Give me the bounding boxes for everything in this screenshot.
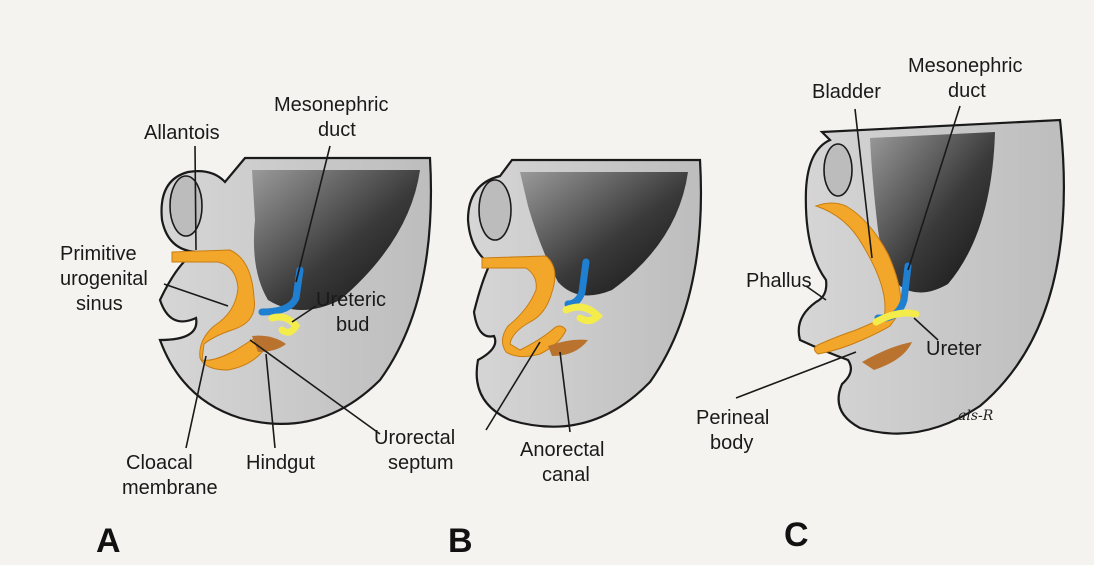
label-urorectal-1: Urorectal <box>374 427 455 449</box>
label-primitive-2: urogenital <box>60 268 148 290</box>
label-allantois: Allantois <box>144 122 220 144</box>
label-cloacal-2: membrane <box>122 477 218 499</box>
signature: als-R <box>958 408 994 424</box>
label-bladder: Bladder <box>812 81 881 103</box>
label-primitive-1: Primitive <box>60 243 137 265</box>
panel-letter-a: A <box>96 522 121 560</box>
label-mesonephric-c-1: Mesonephric <box>908 55 1023 77</box>
allantois-tube-b <box>479 180 511 240</box>
label-mesonephric-a-1: Mesonephric <box>274 94 389 116</box>
panel-c: Bladder Mesonephric duct Phallus Ureter … <box>696 55 1064 554</box>
allantois-tube-a <box>170 176 202 236</box>
label-ureteric-2: bud <box>336 314 369 336</box>
label-mesonephric-c-2: duct <box>948 80 986 102</box>
label-ureteric-1: Ureteric <box>316 289 386 311</box>
label-mesonephric-a-2: duct <box>318 119 356 141</box>
label-anorectal-2: canal <box>542 464 590 486</box>
label-urorectal-2: septum <box>388 452 454 474</box>
label-perineal-2: body <box>710 432 753 454</box>
allantois-tube-c <box>824 144 852 196</box>
panel-letter-b: B <box>448 522 473 560</box>
label-ureter: Ureter <box>926 338 982 360</box>
label-primitive-3: sinus <box>76 293 123 315</box>
label-hindgut: Hindgut <box>246 452 315 474</box>
label-anorectal-1: Anorectal <box>520 439 605 461</box>
panel-a: Allantois Mesonephric duct Primitive uro… <box>60 94 431 560</box>
panel-letter-c: C <box>784 516 809 554</box>
label-phallus: Phallus <box>746 270 812 292</box>
label-cloacal-1: Cloacal <box>126 452 193 474</box>
label-perineal-1: Perineal <box>696 407 769 429</box>
